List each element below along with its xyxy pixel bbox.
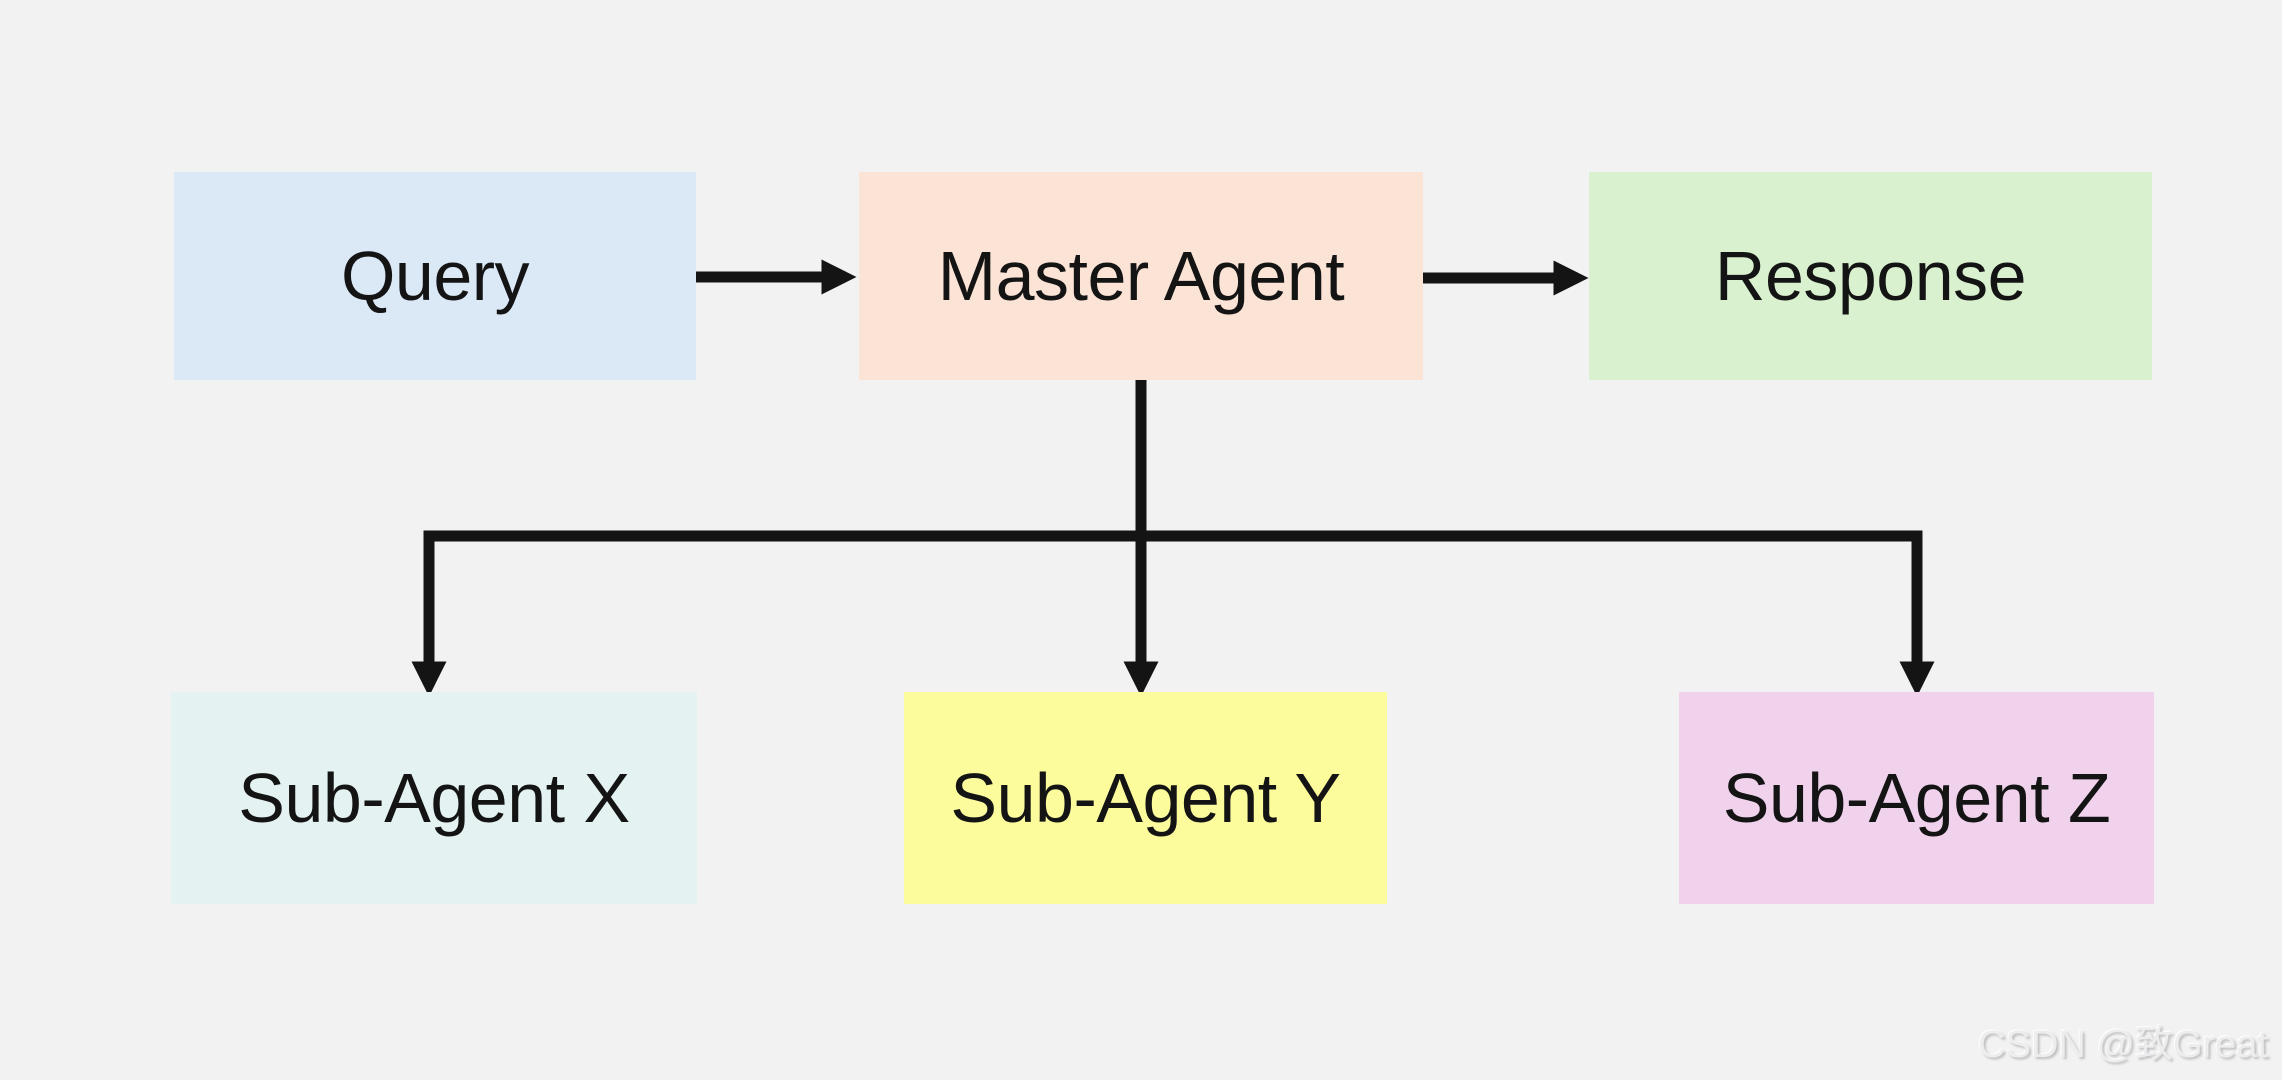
node-query: Query (174, 172, 696, 380)
node-sub-agent-y: Sub-Agent Y (904, 692, 1387, 904)
watermark: CSDN @致Great (1978, 1024, 2268, 1066)
node-response: Response (1589, 172, 2152, 380)
node-sub-agent-z: Sub-Agent Z (1679, 692, 2154, 904)
node-sub-agent-x: Sub-Agent X (171, 692, 697, 904)
node-master-agent: Master Agent (859, 172, 1423, 380)
